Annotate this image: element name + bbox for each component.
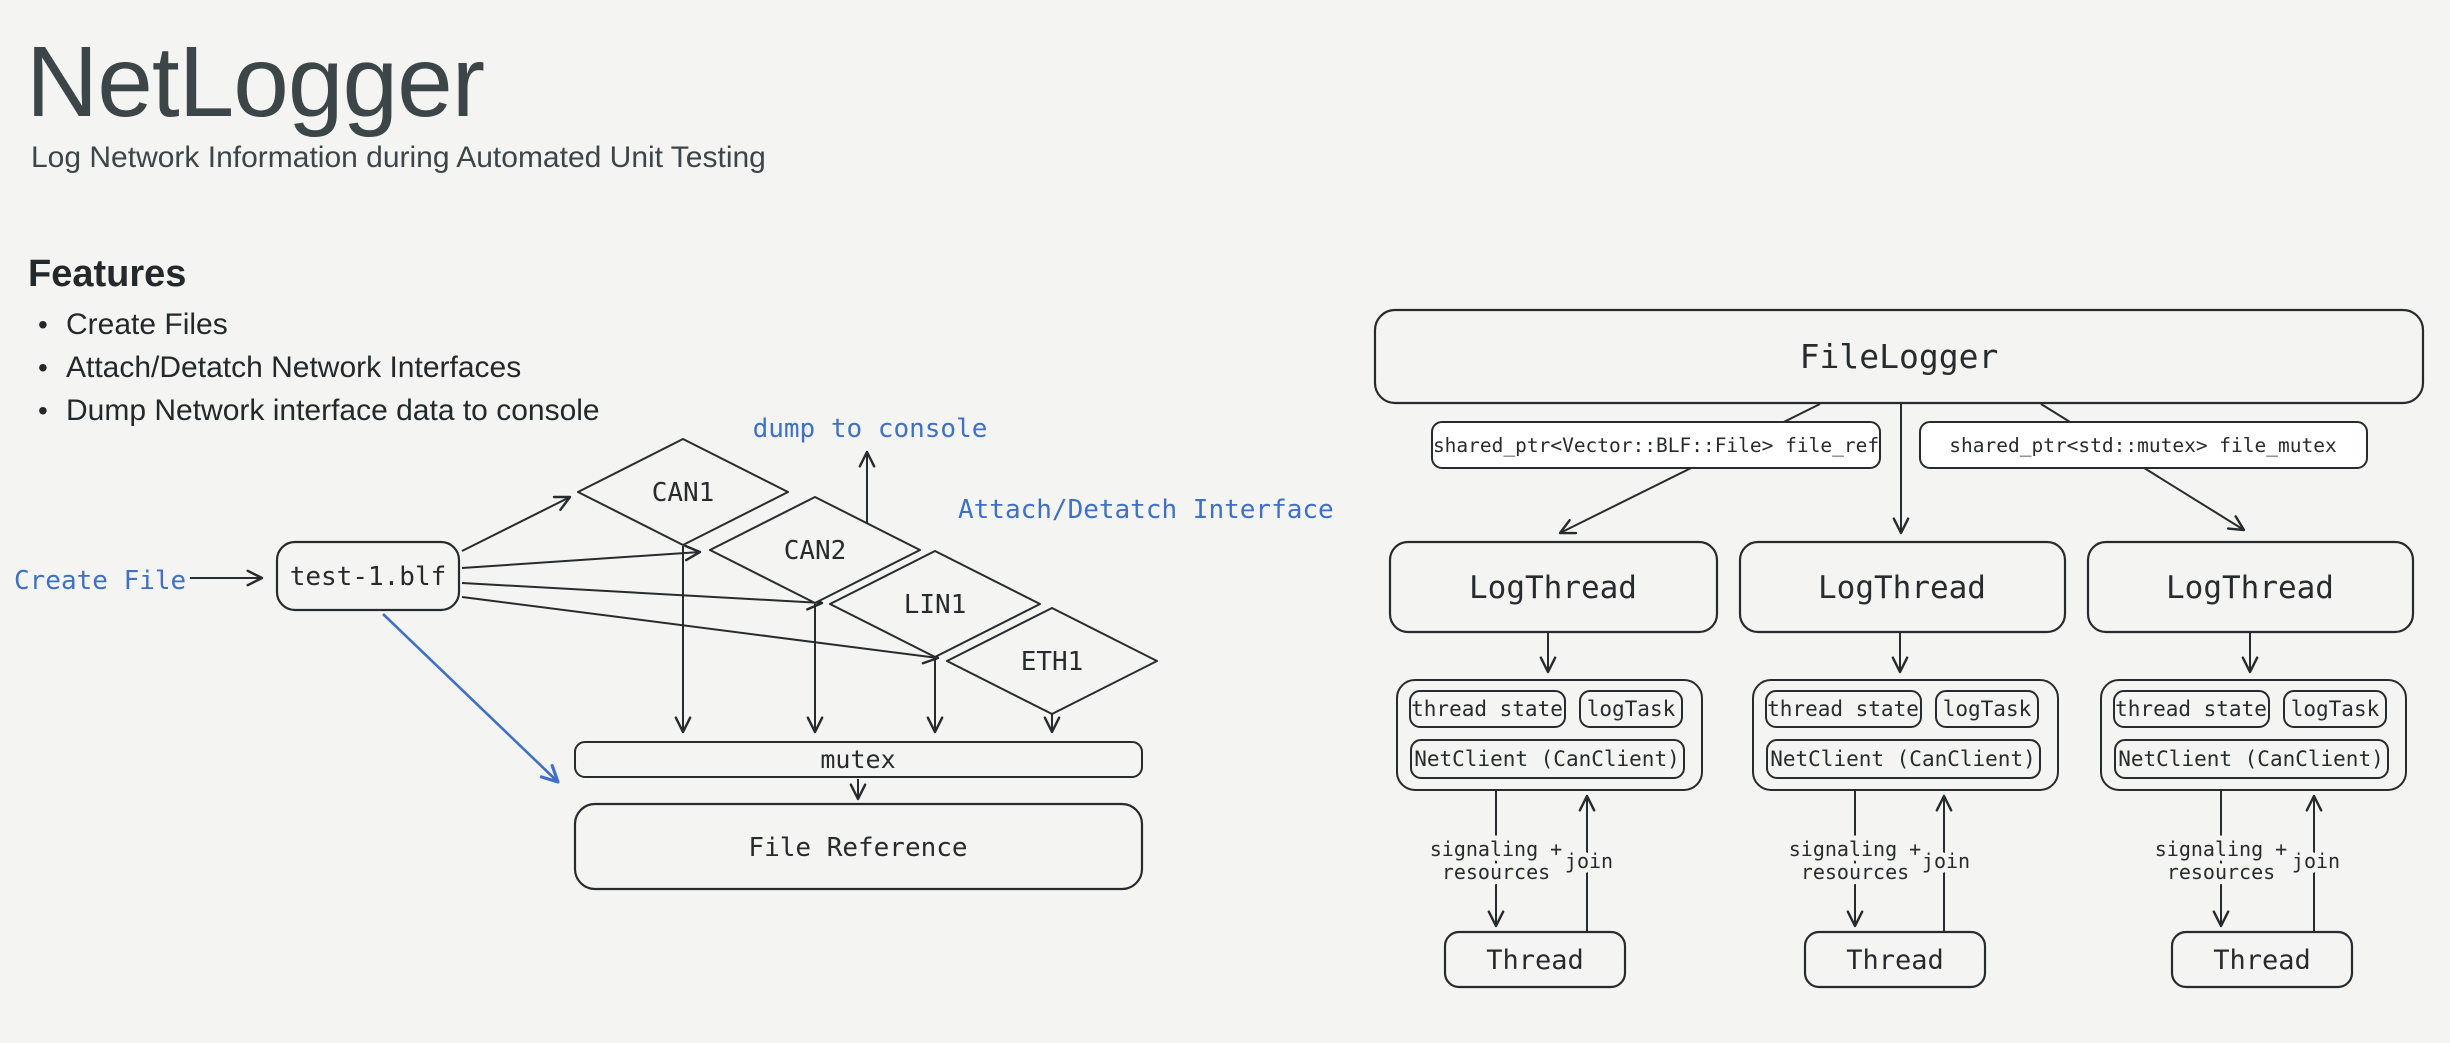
- attach-detatch-label: Attach/Detatch Interface: [958, 495, 1334, 525]
- eth1-diamond: [946, 607, 1158, 715]
- features-list: Create Files Attach/Detatch Network Inte…: [0, 303, 700, 432]
- eth1-label: ETH1: [1021, 647, 1084, 677]
- feature-item: Dump Network interface data to console: [0, 389, 700, 432]
- logthread-node-3: [2086, 540, 2415, 634]
- file-ref-field-label: shared_ptr<Vector::BLF::File> file_ref: [1433, 434, 1879, 457]
- logthread-label-2: LogThread: [1818, 570, 1986, 606]
- join-label-1: join: [1565, 849, 1613, 873]
- logthread-label-3: LogThread: [2166, 570, 2334, 606]
- logtask-label-1: logTask: [1587, 697, 1676, 721]
- create-file-label: Create File: [14, 566, 186, 596]
- feature-item: Attach/Detatch Network Interfaces: [0, 346, 700, 389]
- feature-item: Create Files: [0, 303, 700, 346]
- netclient-label-2: NetClient (CanClient): [1770, 747, 2036, 771]
- signaling-label-line1-2: signaling +: [1789, 837, 1921, 861]
- mutex-label: mutex: [820, 745, 895, 774]
- logtask-pill-2: [1935, 690, 2039, 728]
- page-subtitle: Log Network Information during Automated…: [31, 141, 766, 174]
- signaling-label-line2-2: resources: [1801, 860, 1909, 884]
- thread-label-3: Thread: [2213, 945, 2311, 976]
- logtask-label-2: logTask: [1943, 697, 2032, 721]
- netclient-pill-1: [1410, 739, 1685, 779]
- netclient-pill-2: [1766, 739, 2041, 779]
- lin1-diamond: [829, 550, 1041, 658]
- feature-item-label: Attach/Detatch Network Interfaces: [66, 351, 522, 384]
- features-heading: Features: [28, 253, 187, 295]
- signaling-label-line1-3: signaling +: [2155, 837, 2287, 861]
- thread-state-pill-3: [2113, 690, 2270, 728]
- filelogger-label: FileLogger: [1800, 337, 1999, 376]
- join-label-3: join: [2292, 849, 2340, 873]
- netclient-label-1: NetClient (CanClient): [1414, 747, 1680, 771]
- thread-state-label-2: thread state: [1767, 697, 1919, 721]
- thread-state-pill-1: [1409, 690, 1566, 728]
- edge-test1-to-file-reference-blue: [382, 613, 560, 784]
- can2-label: CAN2: [784, 536, 847, 566]
- thread-state-label-1: thread state: [1411, 697, 1563, 721]
- thread-label-1: Thread: [1486, 945, 1584, 976]
- join-label-2: join: [1922, 849, 1970, 873]
- logger-diagram: FileLogger shared_ptr<Vector::BLF::File>…: [1373, 308, 2425, 989]
- logtask-label-3: logTask: [2291, 697, 2380, 721]
- file-mutex-field-card: [1919, 421, 2368, 469]
- thread-state-label-3: thread state: [2115, 697, 2267, 721]
- thread-node-3: [2170, 930, 2354, 989]
- thread-label-2: Thread: [1846, 945, 1944, 976]
- file-reference-node: [573, 802, 1144, 891]
- page-title: NetLogger: [26, 26, 485, 138]
- can1-label: CAN1: [652, 478, 715, 508]
- mutex-node: [574, 741, 1143, 778]
- edge-test1-to-lin1: [461, 582, 824, 611]
- logtask-pill-3: [2283, 690, 2387, 728]
- logthread-node-2: [1738, 540, 2067, 634]
- file-diagram: Create File test-1.blf CAN1 CAN2 LIN1 ET…: [14, 414, 1334, 891]
- edge-test1-to-eth1: [461, 596, 940, 665]
- file-reference-label: File Reference: [748, 833, 967, 863]
- thread-node-2: [1803, 930, 1987, 989]
- edge-test1-to-can1: [461, 495, 572, 552]
- file-ref-field-card: [1431, 421, 1881, 469]
- signaling-label-line1-1: signaling +: [1430, 837, 1562, 861]
- filelogger-node: [1373, 308, 2425, 405]
- signaling-label-line2-3: resources: [2167, 860, 2275, 884]
- lin1-label: LIN1: [904, 590, 967, 620]
- netclient-pill-3: [2114, 739, 2389, 779]
- file-mutex-field-label: shared_ptr<std::mutex> file_mutex: [1949, 434, 2337, 457]
- test1-blf-label: test-1.blf: [290, 562, 447, 592]
- can2-diamond: [709, 496, 921, 604]
- signaling-label-line2-1: resources: [1442, 860, 1550, 884]
- logthread-label-1: LogThread: [1469, 570, 1637, 606]
- dump-to-console-label: dump to console: [753, 414, 988, 444]
- feature-item-label: Create Files: [66, 308, 228, 341]
- netclient-label-3: NetClient (CanClient): [2118, 747, 2384, 771]
- feature-item-label: Dump Network interface data to console: [66, 394, 600, 427]
- thread-state-pill-2: [1765, 690, 1922, 728]
- can1-diamond: [577, 438, 789, 546]
- edge-test1-to-can2: [461, 544, 702, 569]
- logtask-pill-1: [1579, 690, 1683, 728]
- thread-node-1: [1443, 930, 1627, 989]
- logthread-node-1: [1388, 540, 1719, 634]
- test1-blf-node: [275, 540, 461, 612]
